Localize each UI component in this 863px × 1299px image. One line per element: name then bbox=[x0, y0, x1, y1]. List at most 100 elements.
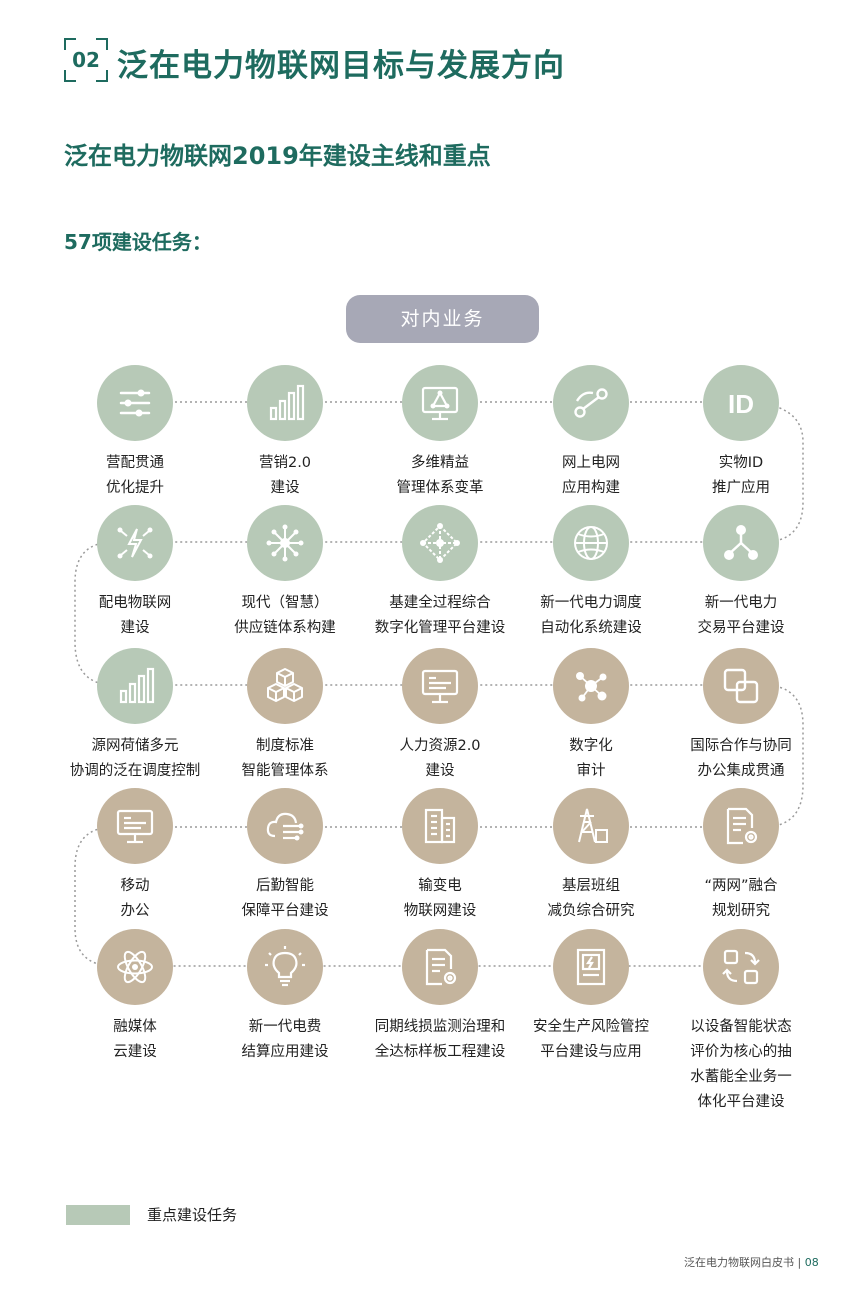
task-circle bbox=[402, 929, 478, 1005]
key-task-circle: ID bbox=[703, 365, 779, 441]
task-label: 制度标准 智能管理体系 bbox=[241, 738, 329, 779]
route-icon bbox=[574, 388, 608, 418]
bar-chart-icon bbox=[269, 384, 305, 421]
task-node: 同期线损监测治理和 全达标样板工程建设 bbox=[365, 929, 515, 1065]
cycle-squares-icon bbox=[722, 949, 760, 985]
task-label: 新一代电力 交易平台建设 bbox=[697, 595, 785, 636]
atom-icon bbox=[117, 950, 153, 984]
task-count-label: 57项建设任务： bbox=[64, 230, 212, 254]
task-label: 数字化 审计 bbox=[569, 738, 613, 779]
key-task-circle bbox=[97, 365, 173, 441]
globe-network-icon bbox=[574, 526, 608, 560]
task-label: 基层班组 减负综合研究 bbox=[547, 878, 635, 919]
task-label: 多维精益 管理体系变革 bbox=[396, 455, 484, 496]
task-label: 新一代电力调度 自动化系统建设 bbox=[540, 595, 642, 636]
task-node: 输变电 物联网建设 bbox=[365, 788, 515, 924]
footer-text: 泛在电力物联网白皮书 | bbox=[684, 1256, 802, 1269]
document-gear-icon bbox=[726, 807, 758, 845]
task-node: 基建全过程综合 数字化管理平台建设 bbox=[365, 505, 515, 641]
task-label: 后勤智能 保障平台建设 bbox=[241, 878, 329, 919]
task-node: 网上电网 应用构建 bbox=[516, 365, 666, 501]
legend-swatch bbox=[66, 1205, 130, 1225]
task-circle bbox=[247, 648, 323, 724]
task-label: 移动 办公 bbox=[120, 878, 150, 919]
molecule-icon bbox=[576, 672, 607, 702]
category-pill: 对内业务 bbox=[346, 295, 539, 343]
task-node: 新一代电费 结算应用建设 bbox=[210, 929, 360, 1065]
key-task-circle bbox=[553, 505, 629, 581]
legend-label: 重点建设任务 bbox=[147, 1206, 238, 1224]
task-label: “两网”融合 规划研究 bbox=[704, 878, 778, 919]
task-circle bbox=[703, 788, 779, 864]
task-label: 网上电网 应用构建 bbox=[562, 455, 620, 496]
svg-text:ID: ID bbox=[728, 389, 754, 419]
page-footer: 泛在电力物联网白皮书 | 08 bbox=[684, 1254, 819, 1270]
task-label: 人力资源2.0 建设 bbox=[399, 738, 481, 779]
task-node: 配电物联网 建设 bbox=[60, 505, 210, 641]
task-node: 安全生产风险管控 平台建设与应用 bbox=[516, 929, 666, 1065]
task-circle bbox=[703, 929, 779, 1005]
task-node: 现代（智慧） 供应链体系构建 bbox=[210, 505, 360, 641]
key-task-circle bbox=[97, 648, 173, 724]
panel-icon bbox=[576, 948, 606, 986]
buildings-icon bbox=[424, 808, 456, 844]
key-task-circle bbox=[97, 505, 173, 581]
task-label: 以设备智能状态 评价为核心的抽 水蓄能全业务一 体化平台建设 bbox=[690, 1019, 792, 1110]
task-node: 营销2.0 建设 bbox=[210, 365, 360, 501]
task-circle bbox=[97, 788, 173, 864]
task-label: 同期线损监测治理和 全达标样板工程建设 bbox=[374, 1019, 506, 1060]
monitor-icon bbox=[116, 809, 154, 844]
section-number-frame: 02 bbox=[64, 38, 108, 82]
task-label: 营销2.0 建设 bbox=[258, 455, 312, 496]
task-circle bbox=[402, 648, 478, 724]
section-number: 02 bbox=[72, 48, 100, 72]
task-label: 国际合作与协同 办公集成贯通 bbox=[690, 738, 792, 779]
key-task-circle bbox=[247, 505, 323, 581]
task-label: 营配贯通 优化提升 bbox=[106, 455, 164, 496]
task-circle bbox=[553, 648, 629, 724]
bulb-icon bbox=[265, 946, 305, 987]
task-circle bbox=[553, 929, 629, 1005]
task-circle bbox=[402, 788, 478, 864]
tree-nodes-icon bbox=[724, 525, 758, 560]
task-node: 新一代电力 交易平台建设 bbox=[666, 505, 816, 641]
task-node: 数字化 审计 bbox=[516, 648, 666, 784]
task-node: 制度标准 智能管理体系 bbox=[210, 648, 360, 784]
task-node: 基层班组 减负综合研究 bbox=[516, 788, 666, 924]
monitor-icon bbox=[421, 669, 459, 704]
task-node: “两网”融合 规划研究 bbox=[666, 788, 816, 924]
diamond-network-icon bbox=[420, 523, 460, 563]
task-label: 配电物联网 建设 bbox=[98, 595, 172, 636]
task-label: 源网荷储多元 协调的泛在调度控制 bbox=[69, 738, 201, 779]
task-node: 后勤智能 保障平台建设 bbox=[210, 788, 360, 924]
task-node: 以设备智能状态 评价为核心的抽 水蓄能全业务一 体化平台建设 bbox=[666, 929, 816, 1115]
task-node: 人力资源2.0 建设 bbox=[365, 648, 515, 784]
task-label: 融媒体 云建设 bbox=[113, 1019, 157, 1060]
tower-icon bbox=[578, 808, 608, 843]
id-icon: ID bbox=[728, 389, 754, 419]
task-circle bbox=[247, 929, 323, 1005]
task-node: 源网荷储多元 协调的泛在调度控制 bbox=[60, 648, 210, 784]
task-label: 安全生产风险管控 平台建设与应用 bbox=[533, 1019, 649, 1060]
key-task-circle bbox=[402, 505, 478, 581]
task-label: 现代（智慧） 供应链体系构建 bbox=[234, 595, 336, 636]
lightning-network-icon bbox=[117, 527, 153, 559]
task-node: 新一代电力调度 自动化系统建设 bbox=[516, 505, 666, 641]
overlap-squares-icon bbox=[723, 668, 759, 704]
hub-icon bbox=[266, 524, 304, 562]
document-gear-icon bbox=[425, 948, 457, 986]
subtitle: 泛在电力物联网2019年建设主线和重点 bbox=[64, 142, 491, 170]
key-task-circle bbox=[402, 365, 478, 441]
task-circle bbox=[247, 788, 323, 864]
task-circle bbox=[703, 648, 779, 724]
task-circle bbox=[97, 929, 173, 1005]
task-node: 移动 办公 bbox=[60, 788, 210, 924]
task-node: 多维精益 管理体系变革 bbox=[365, 365, 515, 501]
sliders-icon bbox=[119, 389, 151, 417]
key-task-circle bbox=[553, 365, 629, 441]
task-node: 融媒体 云建设 bbox=[60, 929, 210, 1065]
monitor-network-icon bbox=[421, 386, 459, 421]
key-task-circle bbox=[703, 505, 779, 581]
task-node: 国际合作与协同 办公集成贯通 bbox=[666, 648, 816, 784]
